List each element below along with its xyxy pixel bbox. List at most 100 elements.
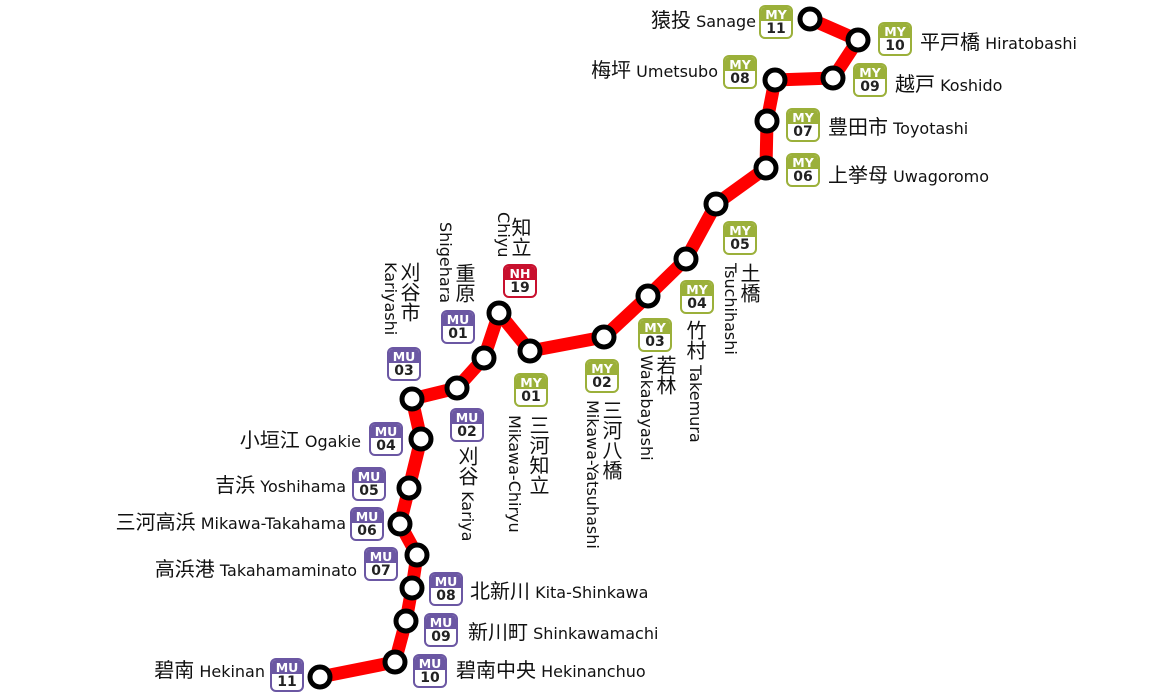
station-marker[interactable] — [517, 338, 543, 364]
station-label[interactable]: 越戸 Koshido — [895, 72, 1002, 98]
station-number: 03 — [645, 334, 665, 350]
line-code: MU — [389, 349, 419, 364]
station-name-jp: 平戸橋 — [920, 30, 980, 54]
station-number: 05 — [730, 237, 750, 253]
station-marker[interactable] — [404, 542, 430, 568]
station-number: 06 — [793, 169, 813, 185]
station-name-en: Sanage — [696, 12, 756, 31]
station-label[interactable]: 竹村 Takemura — [683, 320, 707, 443]
station-name-en[interactable]: Tsuchihashi — [721, 263, 740, 355]
line-code: MY — [725, 223, 755, 238]
station-label[interactable]: 梅坪 Umetsubo — [591, 58, 718, 84]
station-name-jp: 竹村 — [683, 320, 707, 360]
station-marker[interactable] — [820, 65, 846, 91]
station-marker[interactable] — [753, 155, 779, 181]
station-name-en: Kariya — [458, 491, 477, 542]
station-label[interactable]: 吉浜 Yoshihama — [215, 473, 346, 499]
station-marker[interactable] — [393, 608, 419, 634]
station-number: 03 — [394, 363, 414, 379]
station-marker[interactable] — [754, 108, 780, 134]
station-name-jp[interactable]: 若林 — [653, 355, 677, 395]
station-marker[interactable] — [471, 345, 497, 371]
line-code: MU — [354, 469, 384, 484]
station-number: 05 — [359, 483, 379, 499]
station-marker[interactable] — [399, 575, 425, 601]
station-name-jp[interactable]: 知立 — [508, 217, 532, 257]
line-code: MU — [452, 410, 482, 425]
station-name-en: Yoshihama — [260, 477, 346, 496]
station-name-en[interactable]: Shigehara — [436, 221, 455, 303]
station-label[interactable]: 北新川 Kita-Shinkawa — [470, 579, 648, 605]
station-marker[interactable] — [591, 324, 617, 350]
station-marker[interactable] — [396, 475, 422, 501]
station-name-jp: 碧南中央 — [456, 658, 536, 682]
station-label[interactable]: 豊田市 Toyotashi — [828, 115, 968, 141]
station-name-en[interactable]: Mikawa-Yatsuhashi — [583, 400, 602, 549]
station-name-en: Koshido — [940, 76, 1003, 95]
station-label[interactable]: 小垣江 Ogakie — [240, 428, 361, 454]
station-name-jp[interactable]: 三河知立 — [526, 415, 550, 495]
station-number: 11 — [766, 21, 786, 37]
station-number: 02 — [592, 375, 612, 391]
station-name-jp: 猿投 — [651, 8, 691, 32]
station-marker[interactable] — [387, 511, 413, 537]
station-number: 11 — [277, 674, 297, 690]
station-name-en[interactable]: Chiyu — [494, 211, 513, 257]
station-label[interactable]: 新川町 Shinkawamachi — [468, 620, 658, 646]
station-marker[interactable] — [703, 191, 729, 217]
station-marker[interactable] — [382, 649, 408, 675]
station-marker[interactable] — [444, 375, 470, 401]
station-name-jp[interactable]: 刈谷市 — [397, 262, 421, 322]
station-name-en: Hekinan — [199, 662, 265, 681]
station-name-en: Takemura — [686, 365, 705, 443]
station-label[interactable]: 平戸橋 Hiratobashi — [920, 30, 1077, 56]
station-name-jp[interactable]: 土橋 — [737, 263, 761, 303]
line-code: MU — [443, 312, 473, 327]
station-label[interactable]: 刈谷 Kariya — [455, 446, 479, 542]
line-code: MU — [366, 549, 396, 564]
station-name-jp: 梅坪 — [591, 58, 632, 82]
station-name-en: Takahamaminato — [219, 561, 357, 580]
station-label[interactable]: 碧南中央 Hekinanchuo — [456, 658, 646, 684]
station-name-jp[interactable]: 三河八橋 — [599, 400, 623, 480]
station-marker[interactable] — [845, 27, 871, 53]
station-marker[interactable] — [399, 386, 425, 412]
station-name-jp: 北新川 — [470, 579, 530, 603]
station-marker[interactable] — [797, 6, 823, 32]
station-marker[interactable] — [307, 664, 333, 690]
station-name-jp[interactable]: 重原 — [452, 263, 476, 303]
station-marker[interactable] — [762, 67, 788, 93]
station-marker[interactable] — [486, 300, 512, 326]
station-marker[interactable] — [408, 426, 434, 452]
station-name-jp: 豊田市 — [828, 115, 888, 139]
station-label[interactable]: 高浜港 Takahamaminato — [155, 557, 357, 583]
station-name-en[interactable]: Wakabayashi — [637, 355, 656, 461]
station-name-jp: 上挙母 — [828, 163, 888, 187]
station-label[interactable]: 猿投 Sanage — [651, 8, 756, 34]
line-code: MY — [855, 65, 885, 80]
station-name-jp: 新川町 — [468, 620, 528, 644]
station-marker[interactable] — [635, 283, 661, 309]
line-code: MY — [788, 110, 818, 125]
station-name-en[interactable]: Kariyashi — [381, 262, 400, 336]
station-name-en[interactable]: Mikawa-Chiryu — [505, 415, 524, 533]
station-label[interactable]: 上挙母 Uwagoromo — [828, 163, 989, 189]
station-label[interactable]: 碧南 Hekinan — [154, 658, 265, 684]
station-number: 01 — [448, 326, 468, 342]
station-marker[interactable] — [673, 246, 699, 272]
station-name-jp: 越戸 — [895, 72, 935, 96]
station-label[interactable]: 三河高浜 Mikawa-Takahama — [116, 510, 346, 536]
